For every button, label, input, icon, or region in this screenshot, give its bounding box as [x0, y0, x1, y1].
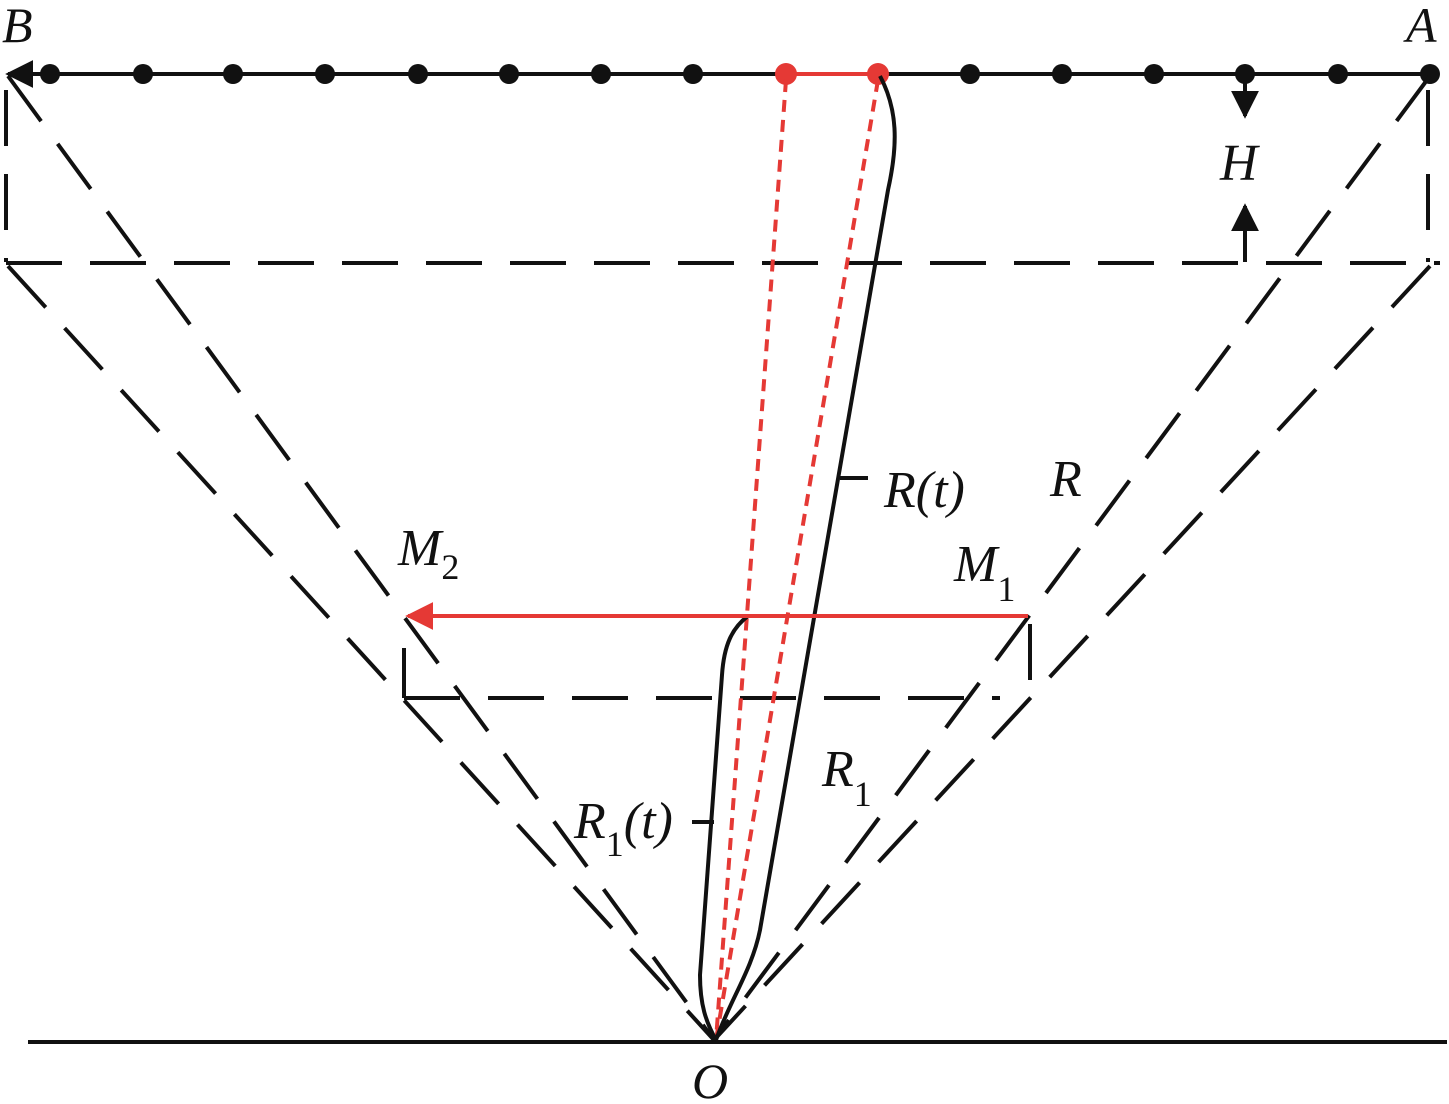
label-o: O [692, 1053, 728, 1104]
track-point [1420, 64, 1440, 84]
label-a: A [1403, 0, 1437, 53]
inner-cone-left [6, 264, 716, 1042]
dashed-construction [4, 74, 1440, 1042]
track-point [591, 64, 611, 84]
track-point [1144, 64, 1164, 84]
track-point [683, 64, 703, 84]
label-m1-main: M [953, 536, 1000, 593]
track-point [1235, 64, 1255, 84]
label-r1: R1 [821, 741, 872, 814]
track-point [408, 64, 428, 84]
label-r-t: R(t) [883, 462, 965, 519]
red-dotted-ray-right [714, 79, 880, 1041]
track-point [133, 64, 153, 84]
label-m1-sub: 1 [997, 569, 1015, 609]
label-r1-t-main: R [573, 793, 606, 850]
track-point [1052, 64, 1072, 84]
label-b: B [2, 0, 33, 53]
label-r1-sub: 1 [854, 774, 872, 814]
label-m1: M1 [953, 536, 1015, 609]
outer-cone-left [6, 74, 716, 1042]
red-dotted-ray-left [714, 79, 788, 1041]
track-points [40, 64, 1440, 84]
label-r: R [1049, 451, 1082, 508]
label-r1-t-sub: 1 [606, 824, 624, 864]
inner-cone-right [712, 264, 1432, 1042]
track-point [960, 64, 980, 84]
track-point [1328, 64, 1348, 84]
highlight-point [775, 63, 797, 85]
label-r1-t-suffix: (t) [624, 793, 673, 850]
label-r1-main: R [821, 741, 854, 798]
range-curve-r-t [714, 75, 897, 1041]
label-m2-sub: 2 [441, 547, 459, 587]
track-point [315, 64, 335, 84]
label-m2-main: M [397, 520, 444, 577]
outer-cone-right [712, 74, 1432, 1042]
track-point [499, 64, 519, 84]
track-point [223, 64, 243, 84]
red-dotted-rays [714, 79, 880, 1041]
range-curve-r1-t [697, 614, 750, 1041]
label-m2: M2 [397, 520, 459, 587]
label-h: H [1219, 135, 1260, 192]
label-r1-t: R1(t) [573, 793, 673, 864]
track-point [40, 64, 60, 84]
